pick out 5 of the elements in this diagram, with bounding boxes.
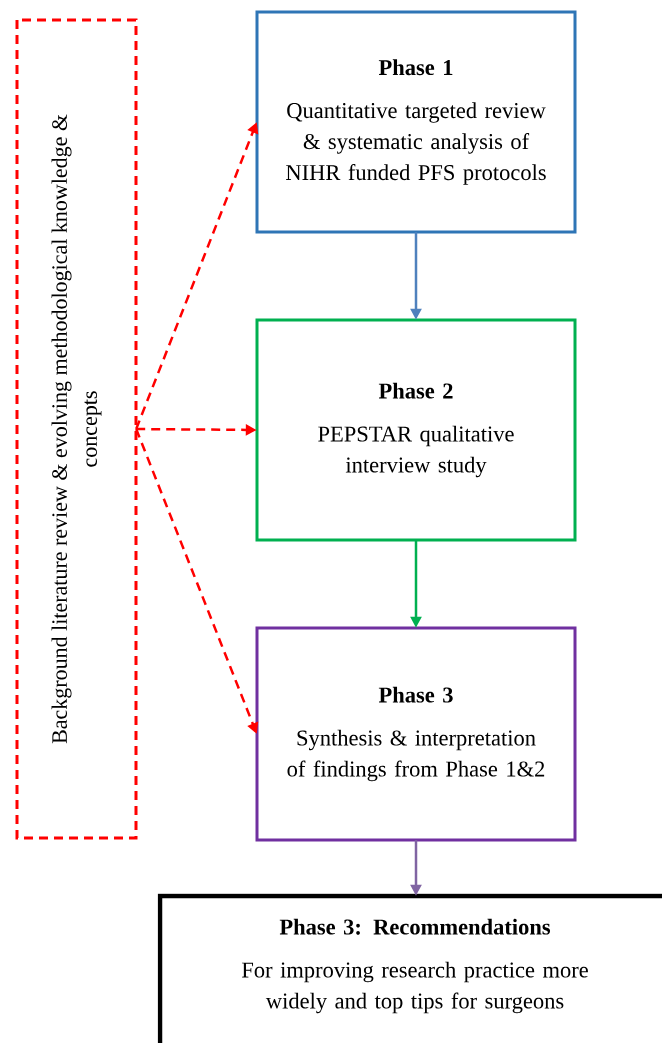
phase-box: Phase 3 Synthesis & interpretation of findings from Phase 1&2 <box>255 626 577 842</box>
phase-box: Phase 1 Quantitative targeted review & systematic analysis of NIHR funded PFS protocols <box>255 10 577 234</box>
dashed-box: Background literature review & evolving methodological knowledge & concepts <box>15 18 138 840</box>
recommendation-box: Phase 3: Recommendations For improving research practice more widely and top tips for surgeons <box>157 893 662 1043</box>
phase-box: Phase 2 PEPSTAR qualitative interview study <box>255 318 577 542</box>
